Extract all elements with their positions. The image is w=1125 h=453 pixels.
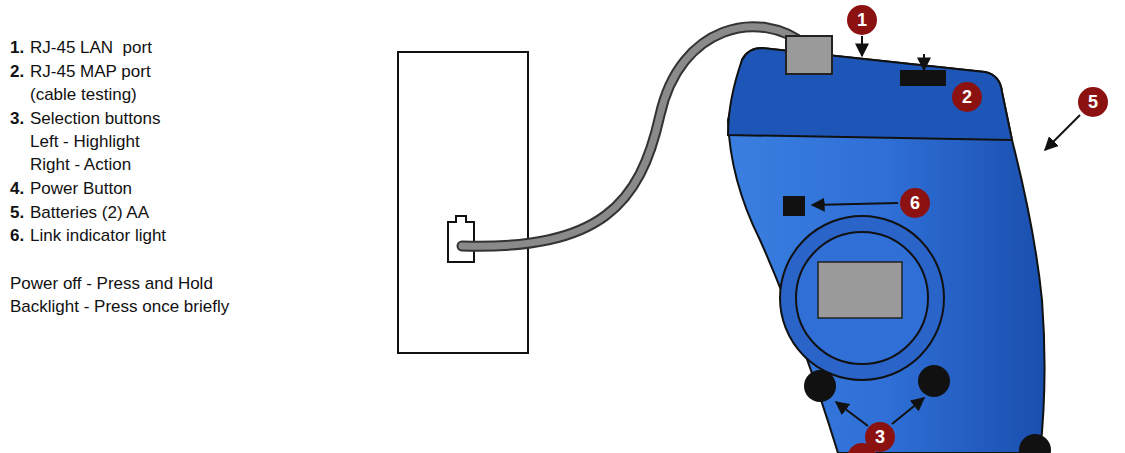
list-number: 4.: [10, 177, 24, 200]
link-light: [783, 196, 805, 216]
list-number: 2.: [10, 60, 24, 83]
display-ring-inner: [796, 232, 928, 364]
wall-plate: [398, 52, 528, 353]
button-note: Left - Highlight: [30, 130, 140, 153]
map-port: [900, 70, 946, 86]
list-number: 6.: [10, 224, 24, 247]
callout-number: 2: [952, 82, 982, 112]
callout-number: 1: [847, 5, 877, 35]
display-ring: [780, 216, 944, 380]
list-number: 5.: [10, 201, 24, 224]
tester-body: [728, 48, 1045, 453]
power-button: [1019, 434, 1051, 453]
callout-number: 5: [1078, 87, 1108, 117]
list-number: 3.: [10, 107, 24, 130]
right-button: [918, 365, 950, 397]
part-name: RJ-45 MAP port (cable testing): [30, 60, 180, 106]
left-button: [804, 370, 836, 402]
part-name: Batteries (2) AA: [30, 201, 149, 224]
wall-jack: [448, 216, 474, 262]
tester-top: [728, 48, 1012, 140]
usage-note: Power off - Press and Hold: [10, 272, 213, 295]
part-name: Link indicator light: [30, 224, 166, 247]
callout-number: 6: [900, 188, 930, 218]
button-note: Right - Action: [30, 153, 131, 176]
cable-plug: [786, 36, 832, 74]
display-screen: [818, 262, 902, 318]
part-name: RJ-45 LAN port: [30, 36, 152, 59]
part-name: Power Button: [30, 177, 132, 200]
part-name: Selection buttons: [30, 107, 160, 130]
usage-note: Backlight - Press once briefly: [10, 295, 229, 318]
callout-number: 3: [865, 422, 895, 452]
list-number: 1.: [10, 36, 24, 59]
